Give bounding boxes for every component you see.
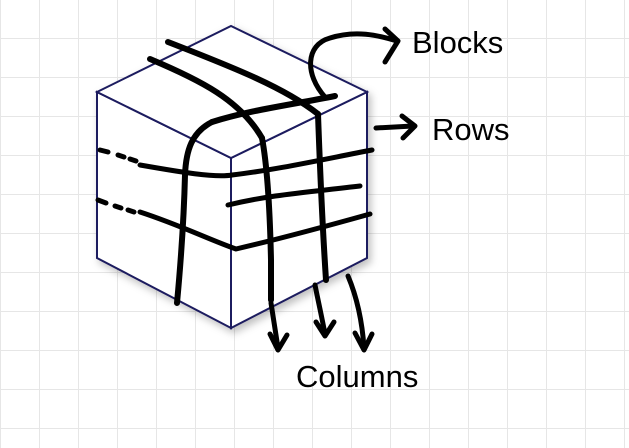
columns-arrow-1	[268, 300, 281, 351]
block-stroke-2	[165, 39, 321, 117]
rows-arrow	[373, 123, 416, 131]
blocks-arrowhead	[382, 26, 401, 65]
block-stroke-3	[209, 93, 338, 125]
column-stroke-1	[174, 119, 215, 306]
column-stroke-2	[259, 135, 274, 303]
rows-label: Rows	[432, 112, 510, 147]
columns-arrow-3	[345, 273, 367, 351]
row-stroke-2	[97, 147, 139, 164]
columns-arrowhead-1	[267, 331, 290, 353]
rows-arrowhead	[399, 113, 418, 141]
blocks-label: Blocks	[412, 25, 504, 60]
block-stroke-1	[147, 56, 265, 141]
row-stroke-5	[225, 183, 363, 208]
columns-arrowhead-3	[352, 330, 375, 353]
columns-arrowhead-2	[313, 319, 337, 339]
columns-arrow-2	[312, 282, 328, 337]
blocks-arrow	[308, 31, 400, 100]
column-stroke-3	[315, 111, 329, 283]
row-stroke-3	[137, 209, 373, 252]
row-stroke-4	[95, 197, 137, 215]
columns-label: Columns	[296, 359, 419, 394]
hand-strokes	[95, 26, 418, 353]
row-stroke-1	[137, 147, 375, 179]
